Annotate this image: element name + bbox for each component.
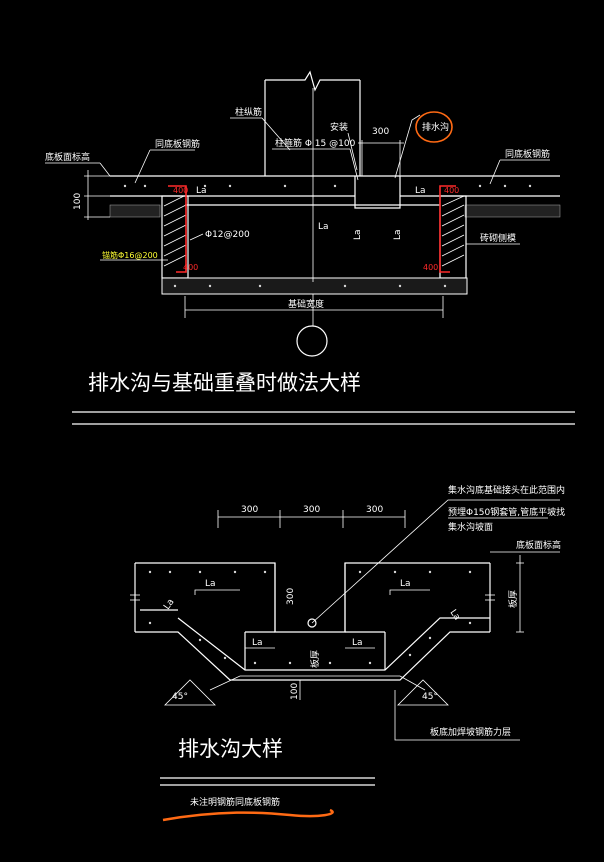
top-detail-title: 排水沟与基础重叠时做法大样 <box>88 371 361 395</box>
la-bottom-1: La <box>205 579 216 589</box>
bottom-note: 未注明钢筋同底板钢筋 <box>190 796 280 808</box>
la-label-vertical-2: La <box>393 229 403 240</box>
la-bottom-3: La <box>252 638 263 648</box>
note-underline <box>162 808 334 822</box>
base-width-label: 基础宽度 <box>288 298 324 310</box>
dim-100-bottom: 100 <box>290 683 300 700</box>
floor-elev-label-left: 底板面标高 <box>45 151 90 163</box>
label-400-bottom-left: 400 <box>183 263 198 272</box>
same-rebar-right-label: 同底板钢筋 <box>505 148 550 160</box>
bottom-rebar-dots <box>148 570 472 665</box>
bottom-note-label: 板底加焊坡钢筋力层 <box>430 726 511 738</box>
dim-300-top: 300 <box>372 127 389 137</box>
callout2: 预埋Φ150钢套管,管底平坡找 <box>448 506 565 518</box>
dim-300-c: 300 <box>366 505 383 515</box>
trench-highlight-circle <box>415 111 453 143</box>
pipe-note-label: 安装 <box>330 121 348 133</box>
callout3: 集水沟坡面 <box>448 521 493 533</box>
thk-label-inner: 板厚 <box>309 650 321 668</box>
axis-bubble <box>296 325 328 357</box>
angle-left: 45° <box>172 692 188 702</box>
column-rebar-label: 柱纵筋 <box>235 106 262 118</box>
pipe-sleeve <box>307 618 317 628</box>
bottom-detail: 300 300 300 100 <box>130 484 565 822</box>
la-bottom-4: La <box>352 638 363 648</box>
rebar-left-label: Φ12@200 <box>205 230 250 240</box>
la-bottom-diag-right: La <box>448 608 462 622</box>
dim-300-vertical: 300 <box>286 588 296 605</box>
thk-label-right: 板厚 <box>507 590 519 608</box>
trench-label: 排水沟 <box>422 121 449 133</box>
angle-triangle-right <box>397 679 449 706</box>
top-detail: 100 300 400 400 <box>45 70 575 425</box>
slab-rebar-dots <box>123 184 532 288</box>
dim-300-a: 300 <box>241 505 258 515</box>
bottom-detail-title: 排水沟大样 <box>178 737 283 761</box>
label-400-top-right: 400 <box>444 186 459 195</box>
callout1: 集水沟底基础接头在此范围内 <box>448 484 565 496</box>
column-stirrup-label: 柱箍筋 Φ 15 @100 <box>275 137 356 149</box>
la-bottom-2: La <box>400 579 411 589</box>
dim-100-left: 100 <box>73 193 83 210</box>
la-label-center: La <box>318 222 329 232</box>
label-400-top-left: 400 <box>173 186 188 195</box>
anchor-left-label: 锚筋Φ16@200 <box>102 250 158 260</box>
la-label-top-left: La <box>196 186 207 196</box>
la-label-top-right: La <box>415 186 426 196</box>
la-label-vertical-1: La <box>353 229 363 240</box>
la-bottom-diag-left: La <box>162 597 176 611</box>
side-note-label: 砖砌侧模 <box>480 232 516 244</box>
label-400-bottom-right: 400 <box>423 263 438 272</box>
dim-300-b: 300 <box>303 505 320 515</box>
same-rebar-left-label: 同底板钢筋 <box>155 138 200 150</box>
angle-triangle-left <box>164 679 216 706</box>
floor-elev-label-right: 底板面标高 <box>516 539 561 551</box>
angle-right: 45° <box>422 692 438 702</box>
